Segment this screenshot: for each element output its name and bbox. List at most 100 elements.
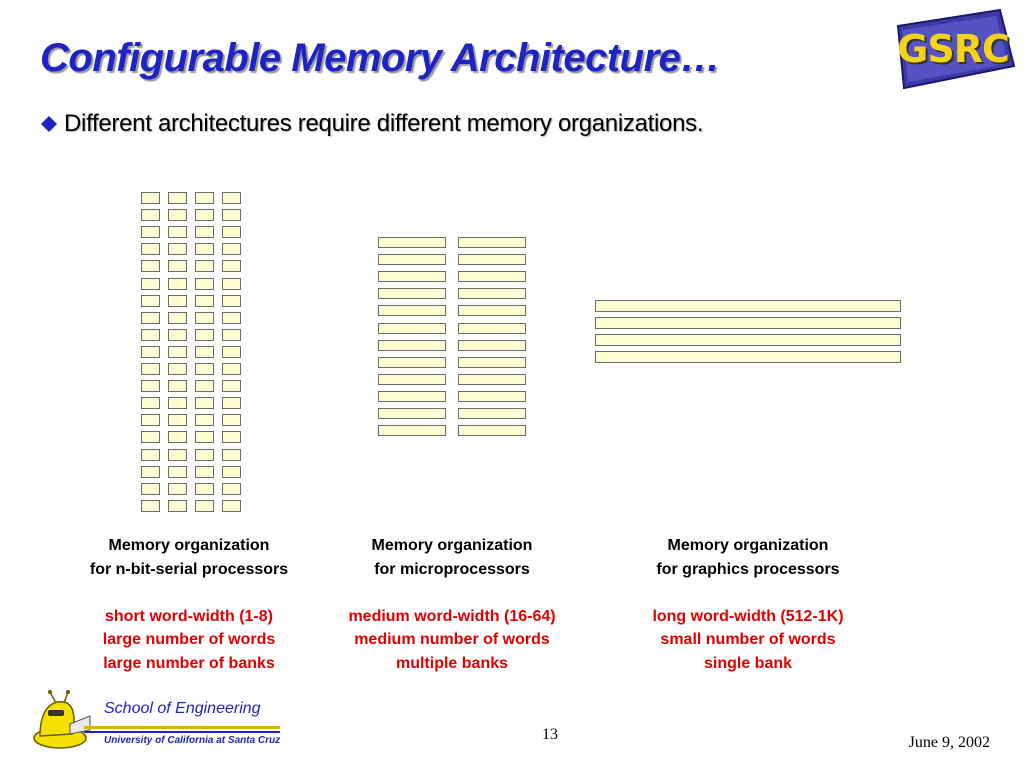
memory-word-cell xyxy=(378,237,446,248)
slug-mascot-icon xyxy=(33,690,91,749)
memory-word-cell xyxy=(222,295,241,307)
memory-word-cell xyxy=(141,346,160,358)
memory-word-cell xyxy=(168,295,187,307)
memory-word-cell xyxy=(222,278,241,290)
memory-word-cell xyxy=(458,305,526,316)
memory-word-cell xyxy=(458,357,526,368)
memory-word-cell xyxy=(595,317,901,329)
memory-word-cell xyxy=(222,363,241,375)
memory-word-cell xyxy=(222,260,241,272)
memory-word-cell xyxy=(378,357,446,368)
memory-word-cell xyxy=(195,380,214,392)
memory-word-cell xyxy=(222,431,241,443)
memory-word-cell xyxy=(168,346,187,358)
memory-word-cell xyxy=(168,500,187,512)
trait-bank-count: single bank xyxy=(703,654,793,672)
memory-word-cell xyxy=(141,414,160,426)
caption-heading: Memory organization xyxy=(667,537,829,554)
footer-rule-gold xyxy=(84,726,280,729)
memory-word-cell xyxy=(141,260,160,272)
memory-word-cell xyxy=(195,329,214,341)
memory-word-cell xyxy=(222,346,241,358)
memory-word-cell xyxy=(168,431,187,443)
memory-word-cell xyxy=(195,312,214,324)
trait-word-count: medium number of words xyxy=(354,631,550,648)
memory-word-cell xyxy=(141,466,160,478)
memory-word-cell xyxy=(222,329,241,341)
memory-word-cell xyxy=(222,192,241,204)
caption-heading: Memory organization xyxy=(108,537,270,554)
memory-word-cell xyxy=(141,243,160,255)
caption-subheading: for graphics processors xyxy=(656,560,840,578)
memory-word-cell xyxy=(222,414,241,426)
memory-word-cell xyxy=(168,466,187,478)
memory-word-cell xyxy=(168,483,187,495)
memory-word-cell xyxy=(458,237,526,248)
memory-word-cell xyxy=(378,305,446,316)
gsrc-logo-background xyxy=(896,8,1016,90)
memory-word-cell xyxy=(378,391,446,402)
memory-word-cell xyxy=(378,340,446,351)
memory-word-cell xyxy=(458,323,526,334)
memory-word-cell xyxy=(195,414,214,426)
memory-word-cell xyxy=(195,397,214,409)
memory-word-cell xyxy=(222,466,241,478)
memory-word-cell xyxy=(222,449,241,461)
memory-word-cell xyxy=(168,278,187,290)
memory-word-cell xyxy=(222,500,241,512)
memory-word-cell xyxy=(378,408,446,419)
memory-word-cell xyxy=(458,425,526,436)
memory-word-cell xyxy=(141,329,160,341)
memory-word-cell xyxy=(458,391,526,402)
memory-word-cell xyxy=(141,278,160,290)
memory-word-cell xyxy=(168,449,187,461)
memory-word-cell xyxy=(378,288,446,299)
memory-word-cell xyxy=(168,414,187,426)
bullet-text: Different architectures require differen… xyxy=(64,110,704,137)
memory-word-cell xyxy=(222,397,241,409)
memory-word-cell xyxy=(141,192,160,204)
caption-subheading: for microprocessors xyxy=(374,560,530,578)
memory-word-cell xyxy=(168,243,187,255)
memory-word-cell xyxy=(195,260,214,272)
memory-word-cell xyxy=(195,278,214,290)
memory-word-cell xyxy=(141,363,160,375)
caption-heading: Memory organization xyxy=(371,537,533,554)
diamond-bullet-icon xyxy=(41,116,57,132)
memory-word-cell xyxy=(222,312,241,324)
trait-bank-count: multiple banks xyxy=(395,654,509,672)
memory-word-cell xyxy=(141,483,160,495)
memory-word-cell xyxy=(195,431,214,443)
memory-word-cell xyxy=(458,271,526,282)
memory-word-cell xyxy=(378,425,446,436)
caption-microprocessor: Memory organization for microprocessors … xyxy=(317,534,587,675)
memory-word-cell xyxy=(195,295,214,307)
memory-word-cell xyxy=(168,209,187,221)
memory-word-cell xyxy=(222,483,241,495)
memory-word-cell xyxy=(222,380,241,392)
memory-word-cell xyxy=(141,312,160,324)
trait-word-width: long word-width (512-1K) xyxy=(652,607,844,625)
memory-word-cell xyxy=(195,243,214,255)
memory-word-cell xyxy=(141,380,160,392)
memory-word-cell xyxy=(195,363,214,375)
memory-word-cell xyxy=(195,483,214,495)
memory-word-cell xyxy=(141,397,160,409)
memory-word-cell xyxy=(595,351,901,363)
trait-bank-count: large number of banks xyxy=(103,654,275,672)
memory-word-cell xyxy=(168,260,187,272)
memory-word-cell xyxy=(222,226,241,238)
memory-word-cell xyxy=(595,334,901,346)
caption-serial: Memory organization for n-bit-serial pro… xyxy=(54,534,324,675)
memory-word-cell xyxy=(378,254,446,265)
memory-word-cell xyxy=(168,380,187,392)
memory-word-cell xyxy=(141,295,160,307)
memory-word-cell xyxy=(458,374,526,385)
memory-word-cell xyxy=(458,340,526,351)
memory-word-cell xyxy=(141,500,160,512)
bullet-item: Different architectures require differen… xyxy=(40,110,704,138)
memory-word-cell xyxy=(168,312,187,324)
memory-word-cell xyxy=(458,288,526,299)
memory-word-cell xyxy=(141,209,160,221)
trait-word-count: large number of words xyxy=(102,631,276,648)
